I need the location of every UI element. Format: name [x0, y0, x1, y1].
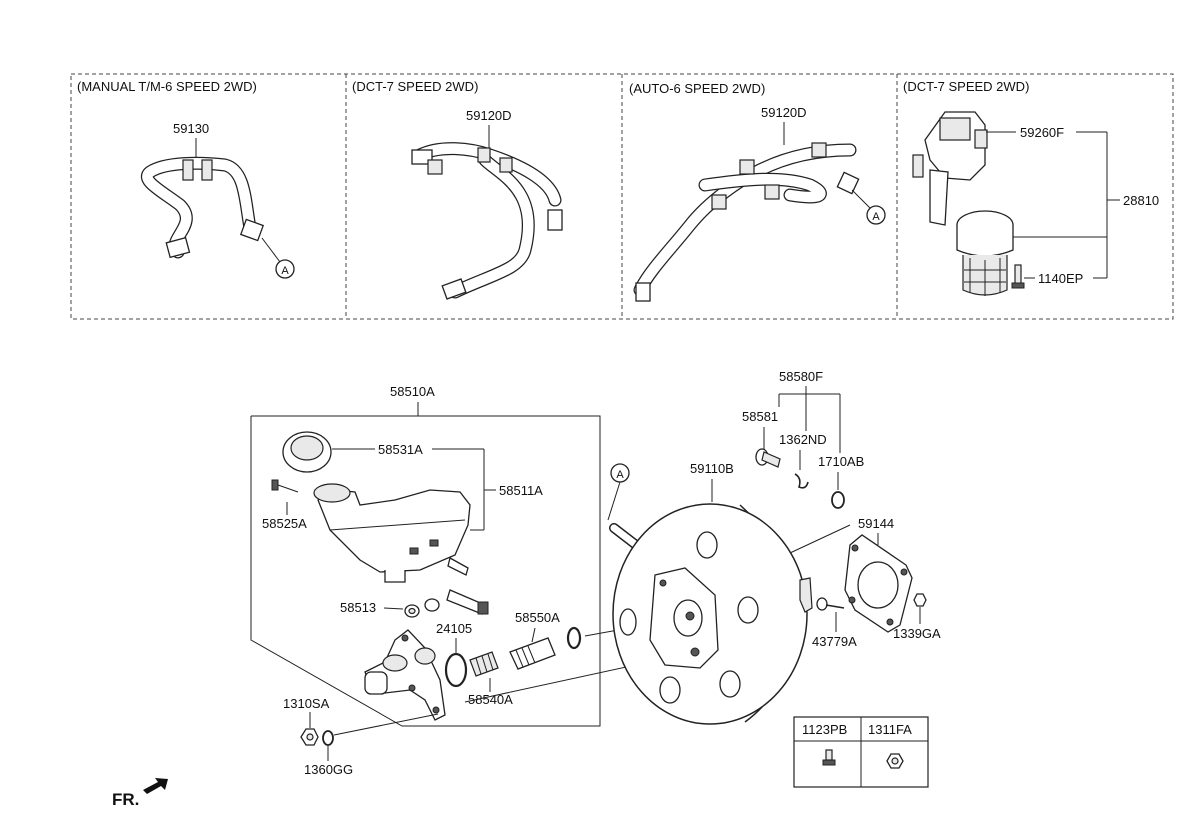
piston-58550a[interactable] — [509, 637, 556, 670]
gasket-59144[interactable] — [844, 534, 913, 633]
part-label-1710ab[interactable]: 1710AB — [818, 454, 864, 469]
part-label-24105[interactable]: 24105 — [436, 621, 472, 636]
part-label-58510a[interactable]: 58510A — [390, 384, 435, 399]
part-label-1310sa[interactable]: 1310SA — [283, 696, 330, 711]
nut-1310sa[interactable] — [300, 728, 319, 746]
panel-header: (DCT-7 SPEED 2WD) — [352, 79, 478, 94]
part-label-1360gg[interactable]: 1360GG — [304, 762, 353, 777]
fluid-reservoir-58511a[interactable] — [313, 483, 471, 583]
brake-booster-59110b[interactable] — [612, 503, 808, 725]
master-cylinder-body[interactable] — [364, 629, 446, 721]
panel-header: (MANUAL T/M-6 SPEED 2WD) — [77, 79, 257, 94]
part-label-1140ep[interactable]: 1140EP — [1038, 271, 1083, 286]
callout-letter: A — [616, 469, 624, 481]
clevis-pin-58581[interactable] — [755, 448, 781, 468]
bolt-1140ep[interactable] — [1011, 264, 1025, 289]
part-label-59144[interactable]: 59144 — [858, 516, 894, 531]
push-rod-43779a[interactable] — [799, 577, 845, 613]
part-label-58550a[interactable]: 58550A — [515, 610, 560, 625]
washer-1710ab[interactable] — [831, 491, 845, 509]
part-label-59120d[interactable]: 59120D — [761, 105, 807, 120]
callout-letter: A — [872, 211, 880, 223]
panel-dct7-b[interactable]: (DCT-7 SPEED 2WD) — [903, 79, 1159, 296]
callout-a-circle[interactable]: A — [610, 463, 630, 483]
vacuum-hose-59120d[interactable] — [411, 142, 563, 300]
panel-manual-tm6[interactable]: (MANUAL T/M-6 SPEED 2WD) 59130 A — [77, 79, 295, 279]
reservoir-cap-58531a[interactable] — [282, 431, 332, 473]
legend-header-1311fa: 1311FA — [868, 722, 912, 737]
part-label-58531a[interactable]: 58531A — [378, 442, 423, 457]
assembly-frame — [250, 415, 601, 727]
front-arrow-icon — [143, 778, 168, 794]
callout-a-circle[interactable]: A — [275, 259, 295, 279]
level-sensor-58525a[interactable] — [271, 479, 299, 493]
part-label-59260f[interactable]: 59260F — [1020, 125, 1064, 140]
o-ring-24105[interactable] — [444, 652, 468, 688]
legend-header-1123pb: 1123PB — [802, 722, 847, 737]
nut-1339ga[interactable] — [913, 593, 927, 607]
seal-ring[interactable] — [566, 626, 582, 650]
panel-dct7-a[interactable]: (DCT-7 SPEED 2WD) 59120D — [352, 79, 563, 300]
grommet-58513[interactable] — [404, 604, 420, 618]
nut-icon — [886, 753, 904, 769]
brake-booster-group: A 59110B 58580F — [607, 369, 941, 725]
vacuum-hose-59130[interactable] — [141, 156, 265, 259]
panel-header: (DCT-7 SPEED 2WD) — [903, 79, 1029, 94]
leader-line — [383, 607, 404, 610]
part-label-58525a[interactable]: 58525A — [262, 516, 307, 531]
spring-clip-1362nd[interactable] — [794, 473, 809, 489]
fr-label: FR. — [112, 790, 139, 809]
callout-a-circle[interactable]: A — [866, 205, 886, 225]
master-cylinder-group: 58510A 58531A 58511A 58525A — [250, 384, 696, 777]
leader-line — [261, 237, 281, 263]
reservoir-pin[interactable] — [446, 557, 489, 615]
vacuum-hose-59120d-auto[interactable] — [633, 142, 860, 302]
part-label-1362nd[interactable]: 1362ND — [779, 432, 827, 447]
leader-line — [789, 524, 851, 554]
part-label-58511a[interactable]: 58511A — [499, 483, 543, 498]
panel-auto6[interactable]: (AUTO-6 SPEED 2WD) 59120D A — [629, 81, 886, 302]
part-label-59120d[interactable]: 59120D — [466, 108, 512, 123]
vacuum-pump-28810[interactable] — [956, 210, 1014, 296]
leader-line — [531, 627, 536, 643]
part-label-43779a[interactable]: 43779A — [812, 634, 857, 649]
part-label-59130[interactable]: 59130 — [173, 121, 209, 136]
top-panels-frame — [70, 73, 1174, 320]
fastener-legend: 1123PB 1311FA — [793, 716, 929, 788]
part-label-58513[interactable]: 58513 — [340, 600, 376, 615]
bolt-icon — [822, 749, 836, 766]
leader-line — [607, 481, 621, 521]
panel-header: (AUTO-6 SPEED 2WD) — [629, 81, 765, 96]
callout-letter: A — [281, 265, 289, 277]
part-label-28810[interactable]: 28810 — [1123, 193, 1159, 208]
part-label-58580f[interactable]: 58580F — [779, 369, 823, 384]
piston-assembly-58540a[interactable] — [469, 651, 499, 677]
top-panels: (MANUAL T/M-6 SPEED 2WD) 59130 A (DCT-7 … — [70, 73, 1174, 320]
part-label-1339ga[interactable]: 1339GA — [893, 626, 941, 641]
front-direction-indicator: FR. — [112, 778, 168, 809]
grommet-2[interactable] — [424, 598, 440, 612]
pump-bracket[interactable] — [912, 111, 988, 226]
washer-1360gg[interactable] — [322, 730, 334, 746]
leader-line — [851, 189, 871, 209]
part-label-59110b[interactable]: 59110B — [690, 461, 734, 476]
part-label-58540a[interactable]: 58540A — [468, 692, 513, 707]
leader-line — [333, 713, 439, 736]
part-label-58581[interactable]: 58581 — [742, 409, 778, 424]
